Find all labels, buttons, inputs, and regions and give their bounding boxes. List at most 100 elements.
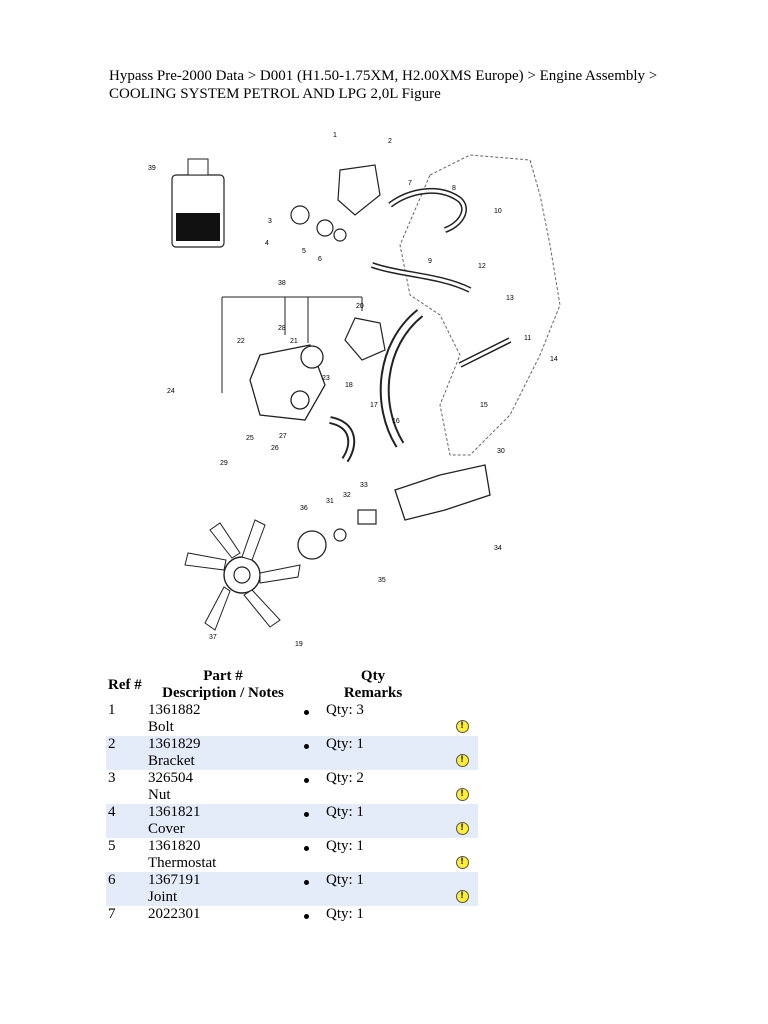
svg-text:21: 21 [290, 338, 298, 345]
svg-text:12: 12 [478, 263, 486, 270]
svg-text:37: 37 [209, 634, 217, 641]
pulley [297, 530, 327, 560]
svg-text:4: 4 [265, 240, 269, 247]
svg-text:23: 23 [322, 375, 330, 382]
row-qty: Qty: 1 [326, 906, 364, 922]
svg-text:26: 26 [271, 445, 279, 452]
coolant-bottle [171, 158, 225, 248]
warning-icon[interactable]: ! [455, 822, 469, 835]
row-part-number: 1361820 [148, 838, 201, 854]
engine-block-outline [399, 154, 561, 456]
svg-text:8: 8 [452, 185, 456, 192]
part-description-column-header: Part # Description / Notes [146, 668, 300, 702]
svg-text:2: 2 [388, 138, 392, 145]
warning-icon[interactable]: ! [455, 754, 469, 767]
svg-text:18: 18 [345, 382, 353, 389]
svg-text:17: 17 [370, 402, 378, 409]
bullet-icon [304, 880, 309, 885]
bullet-icon [304, 710, 309, 715]
svg-text:24: 24 [167, 388, 175, 395]
thermostat [316, 219, 334, 237]
svg-text:29: 29 [220, 460, 228, 467]
ref-column-header: Ref # [108, 676, 142, 693]
qty-remarks-column-header: Qty Remarks [300, 668, 446, 702]
row-description: Bracket [148, 753, 195, 769]
row-description: Bolt [148, 719, 174, 735]
svg-text:38: 38 [278, 280, 286, 287]
row-qty: Qty: 1 [326, 838, 364, 854]
row-ref: 6 [106, 872, 146, 906]
parts-table-header: Ref # Part # Description / Notes Qty Rem… [106, 668, 478, 702]
bullet-icon [304, 846, 309, 851]
svg-text:28: 28 [278, 325, 286, 332]
breadcrumb: Hypass Pre-2000 Data > D001 (H1.50-1.75X… [109, 68, 658, 102]
warning-icon[interactable]: ! [455, 788, 469, 801]
remarks-header: Remarks [343, 685, 403, 701]
part-number-header: Part # [203, 668, 243, 684]
row-qty: Qty: 3 [326, 702, 364, 718]
svg-text:33: 33 [360, 482, 368, 489]
row-part-number: 1361821 [148, 804, 201, 820]
svg-text:11: 11 [524, 335, 531, 342]
gasket [344, 317, 386, 361]
warning-icon[interactable]: ! [455, 720, 469, 733]
row-description: Nut [148, 787, 171, 803]
diagram-svg: 1 2 3 4 5 6 7 8 9 10 11 12 13 14 15 16 1… [148, 132, 561, 648]
bullet-icon [304, 812, 309, 817]
svg-text:22: 22 [237, 338, 245, 345]
description-header: Description / Notes [162, 685, 284, 701]
table-row: 7 2022301 Qty: 1 [106, 906, 478, 923]
svg-text:5: 5 [302, 248, 306, 255]
svg-text:13: 13 [506, 295, 514, 302]
svg-text:15: 15 [480, 402, 488, 409]
spacer [333, 528, 347, 542]
warning-icon[interactable]: ! [455, 890, 469, 903]
row-ref: 1 [108, 702, 116, 718]
svg-text:14: 14 [550, 356, 558, 363]
exploded-parts-diagram: 1 2 3 4 5 6 7 8 9 10 11 12 13 14 15 16 1… [140, 125, 600, 655]
thermostat-cover [290, 205, 310, 225]
row-qty: Qty: 1 [326, 804, 364, 820]
svg-text:3: 3 [268, 218, 272, 225]
row-description: Cover [148, 821, 185, 837]
svg-text:25: 25 [246, 435, 254, 442]
svg-text:34: 34 [494, 545, 502, 552]
bullet-icon [304, 778, 309, 783]
joint [333, 228, 347, 242]
cooling-fan [184, 519, 301, 631]
svg-text:27: 27 [279, 433, 287, 440]
row-ref: 2 [106, 736, 146, 770]
svg-text:16: 16 [392, 418, 400, 425]
svg-text:36: 36 [300, 505, 308, 512]
fan-bracket [394, 464, 491, 521]
svg-text:32: 32 [343, 492, 351, 499]
row-part-number: 1361882 [148, 702, 201, 718]
row-description: Joint [148, 889, 178, 905]
row-part-number: 326504 [148, 770, 193, 786]
row-ref: 5 [108, 838, 116, 854]
row-ref: 3 [108, 770, 116, 786]
bracket [337, 164, 381, 216]
svg-text:7: 7 [408, 180, 412, 187]
row-qty: Qty: 1 [326, 736, 364, 752]
svg-text:30: 30 [497, 448, 505, 455]
svg-text:10: 10 [494, 208, 502, 215]
bearing [357, 509, 377, 525]
bullet-icon [304, 744, 309, 749]
row-part-number: 1361829 [148, 736, 201, 752]
water-pump [249, 344, 326, 421]
svg-text:39: 39 [148, 165, 156, 172]
svg-text:19: 19 [295, 641, 303, 648]
parts-table: Ref # Part # Description / Notes Qty Rem… [106, 668, 478, 923]
callout-bracket-38 [221, 296, 363, 393]
row-qty: Qty: 1 [326, 872, 364, 888]
row-part-number: 1367191 [148, 872, 201, 888]
row-ref: 7 [108, 906, 116, 922]
row-ref: 4 [106, 804, 146, 838]
row-description: Thermostat [148, 855, 217, 871]
warning-icon[interactable]: ! [455, 856, 469, 869]
row-part-number: 2022301 [148, 906, 201, 922]
